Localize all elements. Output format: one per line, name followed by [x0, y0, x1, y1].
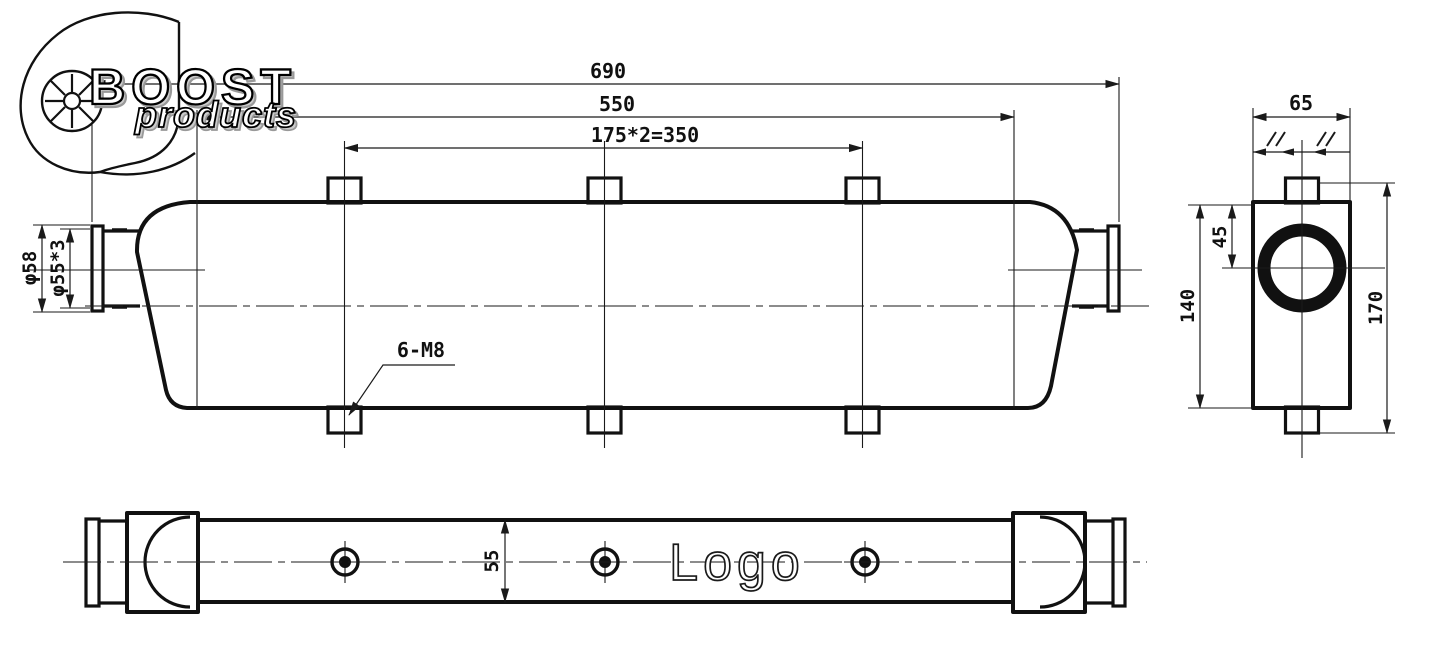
- label-pipe-od: φ58: [19, 251, 41, 285]
- brand-logo: BOOST BOOST products products: [19, 11, 300, 176]
- end-view-dimensions: [1188, 108, 1395, 458]
- thread-callout-leader: [348, 364, 455, 416]
- logo-placeholder-text: Logo: [669, 534, 805, 592]
- brand-wordmark: BOOST BOOST products products: [88, 58, 300, 139]
- top-view-right-pipe: [1085, 519, 1113, 605]
- left-pipe-weld-marks: [112, 228, 127, 309]
- side-view-dimensions: [25, 77, 1150, 448]
- left-pipe-bead: [90, 224, 105, 313]
- label-body-height: 140: [1177, 289, 1199, 323]
- label-overall-length: 690: [590, 59, 626, 83]
- brand-title-shadow: BOOST: [92, 62, 300, 118]
- label-core-thickness: 55: [481, 550, 503, 573]
- label-depth: 65: [1289, 91, 1313, 115]
- brand-title: BOOST: [89, 59, 297, 115]
- label-body-length: 550: [599, 92, 635, 116]
- label-mount-spacing: 175*2=350: [591, 123, 699, 147]
- label-pipe-id: φ55*3: [47, 239, 69, 296]
- top-view-right-dome: [1039, 515, 1087, 609]
- top-view-left-pipe: [99, 519, 127, 605]
- top-view-dimensions: [63, 519, 1147, 603]
- brand-subtitle: products: [134, 94, 297, 135]
- label-thread-callout: 6-M8: [397, 338, 445, 362]
- top-view-outline: [84, 511, 1127, 614]
- label-port-offset: 45: [1209, 226, 1231, 249]
- turbocharger-icon: [19, 11, 196, 176]
- right-pipe-weld-marks: [1079, 228, 1094, 309]
- brand-subtitle-shadow: products: [137, 97, 300, 138]
- label-overall-height: 170: [1365, 291, 1387, 325]
- right-pipe-bead: [1106, 224, 1121, 313]
- dimension-labels: 690 550 175*2=350 φ58 φ55*3 6-M8 65 45 1…: [19, 59, 1387, 593]
